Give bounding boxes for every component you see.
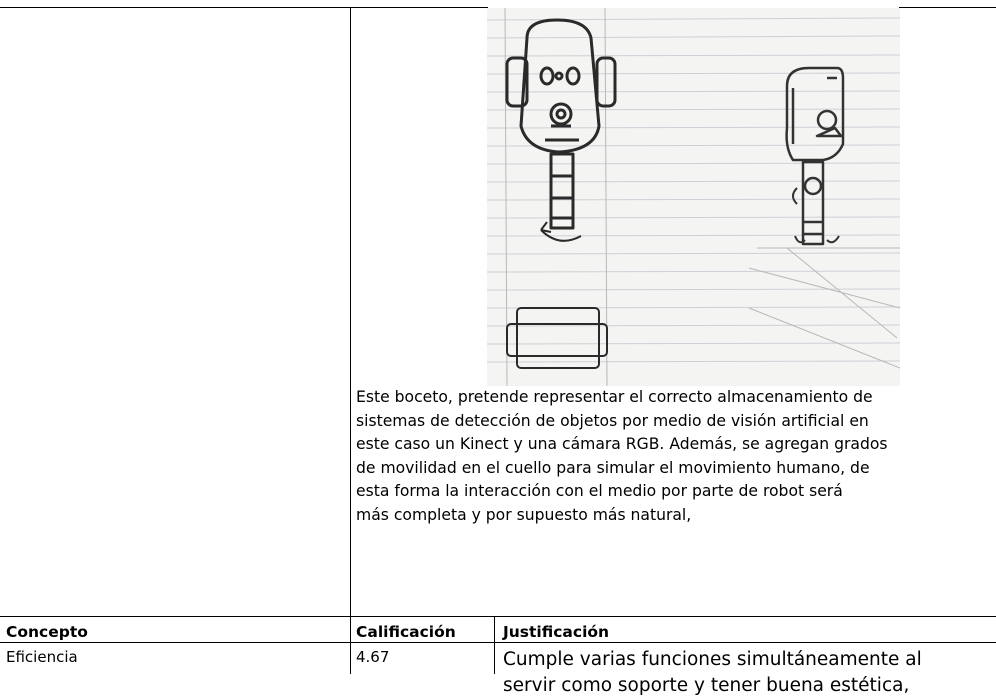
sketch-description: Este boceto, pretende representar el cor…: [356, 386, 964, 528]
header-calificacion: Calificación: [356, 623, 456, 641]
header-top-border: [0, 616, 996, 617]
row-concepto: Eficiencia: [6, 648, 78, 666]
description-line: este caso un Kinect y una cámara RGB. Ad…: [356, 435, 888, 454]
description-line: esta forma la interacción con el medio p…: [356, 482, 843, 501]
col2-divider: [494, 617, 495, 674]
col1-divider: [350, 7, 351, 674]
justificacion-line: Cumple varias funciones simultáneamente …: [503, 649, 922, 670]
header-bottom-border: [0, 642, 996, 643]
description-line: sistemas de detección de objetos por med…: [356, 411, 869, 430]
top-border-left: [0, 7, 488, 8]
justificacion-line: servir como soporte y tener buena estéti…: [503, 675, 910, 696]
description-line: de movilidad en el cuello para simular e…: [356, 458, 870, 477]
header-justificacion: Justificación: [503, 623, 610, 641]
description-line: Este boceto, pretende representar el cor…: [356, 388, 873, 406]
description-line: más completa y por supuesto más natural,: [356, 505, 692, 524]
top-border-right: [899, 7, 996, 8]
row-calificacion: 4.67: [356, 648, 390, 666]
robot-head-sketch-image: [487, 8, 900, 386]
row-justificacion: Cumple varias funciones simultáneamente …: [503, 647, 964, 699]
header-concepto: Concepto: [6, 623, 88, 641]
